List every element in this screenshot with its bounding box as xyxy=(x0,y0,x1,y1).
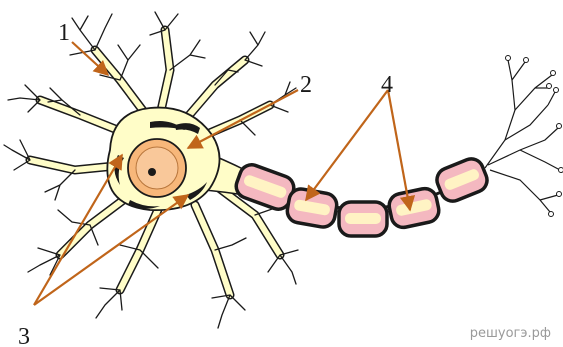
label-4: 4 xyxy=(381,72,393,98)
watermark: решуогэ.рф xyxy=(470,326,551,341)
nucleus xyxy=(128,139,186,197)
axon-terminals xyxy=(485,60,560,212)
myelin-segment xyxy=(433,155,490,205)
label-1: 1 xyxy=(58,20,70,46)
terminal-boutons xyxy=(506,56,563,217)
label-3: 3 xyxy=(18,324,30,347)
arrow-4b xyxy=(388,90,410,210)
nucleolus xyxy=(148,168,156,176)
arrow-3a xyxy=(34,155,122,305)
myelin-sheath xyxy=(233,155,491,236)
arrow-4a xyxy=(306,90,388,200)
label-2: 2 xyxy=(300,72,312,98)
myelin-segment xyxy=(339,202,387,236)
myelin-segment xyxy=(387,186,441,229)
